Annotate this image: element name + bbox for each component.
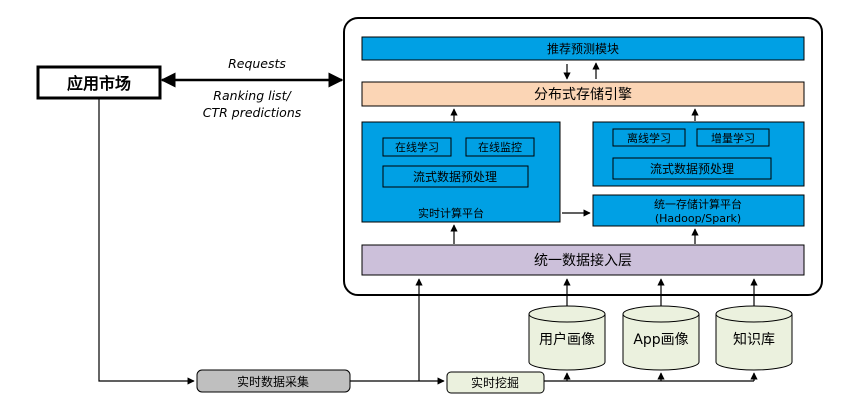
unified-storage-label-line1: 统一存储计算平台 (654, 197, 742, 211)
ranking-label-line2: CTR predictions (203, 105, 302, 120)
realtime-collect-node: 实时数据采集 (196, 369, 351, 393)
app-profile-label: App画像 (633, 332, 688, 348)
unified-storage-label-line2: (Hadoop/Spark) (655, 212, 741, 225)
online-monitoring-box (465, 137, 535, 157)
stream-preprocess-right-label: 流式数据预处理 (650, 161, 734, 176)
recommend-module: 推荐预测模块 (361, 36, 805, 61)
online-learning-label: 在线学习 (395, 140, 439, 154)
app-profile-db: App画像 (622, 305, 700, 371)
unified-storage-platform: 统一存储计算平台 (Hadoop/Spark) (592, 194, 805, 227)
app-market-node: 应用市场 (36, 65, 162, 100)
requests-label: Requests (228, 56, 286, 71)
offline-learning-group: 离线学习 增量学习 流式数据预处理 (592, 121, 805, 187)
realtime-platform: 在线学习 在线监控 流式数据预处理 实时计算平台 (361, 121, 561, 223)
stream-preprocess-left-box (382, 165, 529, 188)
storage-engine-label: 分布式存储引擎 (534, 87, 632, 103)
stream-preprocess-right-box (612, 157, 772, 180)
offline-learning-label: 离线学习 (627, 131, 671, 145)
ranking-label-line1: Ranking list/ (213, 88, 292, 103)
user-profile-label: 用户画像 (539, 331, 595, 348)
incremental-learning-box (696, 128, 770, 147)
offline-learning-box (612, 128, 686, 147)
online-monitoring-label: 在线监控 (478, 140, 522, 154)
online-learning-box (382, 137, 452, 157)
realtime-mining-label: 实时挖掘 (471, 375, 519, 390)
knowledge-base-db: 知识库 (715, 305, 793, 371)
realtime-mining-node: 实时挖掘 (446, 371, 545, 394)
storage-engine: 分布式存储引擎 (361, 81, 805, 107)
user-profile-db: 用户画像 (528, 305, 606, 371)
realtime-platform-label: 实时计算平台 (418, 206, 484, 220)
incremental-learning-label: 增量学习 (711, 131, 755, 145)
recommend-module-label: 推荐预测模块 (547, 42, 619, 56)
knowledge-base-label: 知识库 (733, 331, 775, 348)
connector-app-to-collect (98, 98, 195, 385)
stream-preprocess-left-label: 流式数据预处理 (413, 169, 497, 184)
data-access-layer: 统一数据接入层 (361, 244, 805, 276)
realtime-collect-label: 实时数据采集 (237, 374, 309, 389)
app-market-label: 应用市场 (67, 74, 131, 93)
data-access-layer-label: 统一数据接入层 (534, 252, 632, 269)
